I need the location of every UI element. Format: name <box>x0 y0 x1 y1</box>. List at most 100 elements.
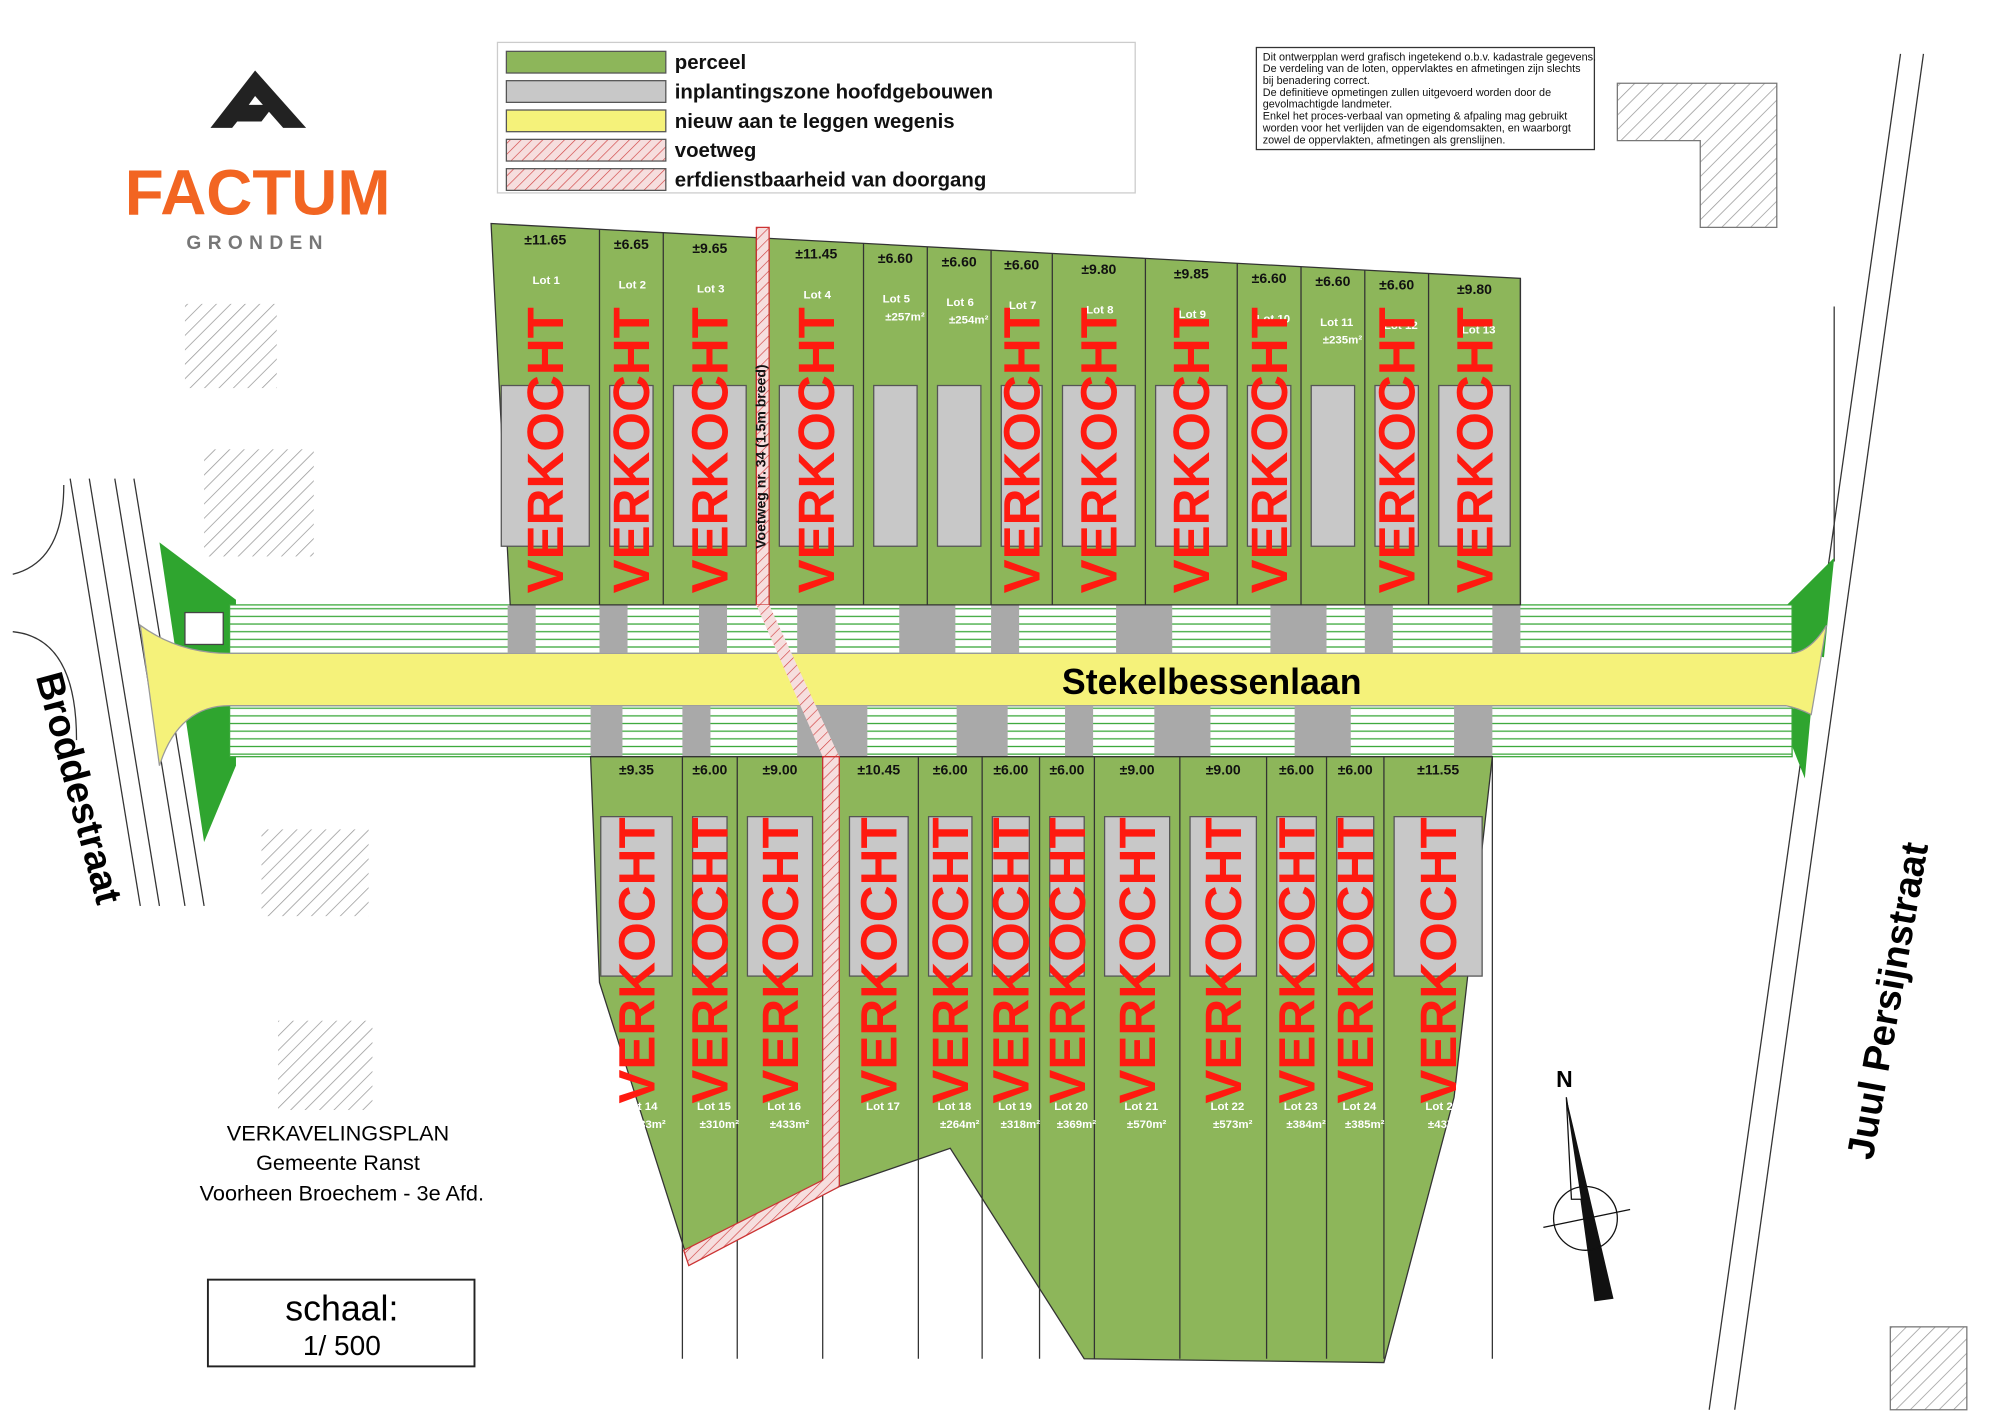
lot-name: Lot 18 <box>938 1101 972 1113</box>
lot-width: ±6.60 <box>1379 277 1414 293</box>
lot-name: Lot 12 <box>1384 320 1418 332</box>
lot-width: ±9.35 <box>619 762 654 778</box>
lot-width: ±6.00 <box>1338 762 1373 778</box>
plan-title: VERKAVELINGSPLAN Gemeente Ranst Voorheen… <box>200 1121 484 1206</box>
sold-stamp: VERKOCHT <box>1071 307 1128 593</box>
legend-swatch <box>505 80 667 103</box>
footpath-south <box>682 756 840 1267</box>
sold-stamp: VERKOCHT <box>1109 817 1166 1103</box>
lot-width: ±9.00 <box>1206 762 1241 778</box>
neighbour-buildings <box>184 82 1968 1411</box>
sold-stamp: VERKOCHT <box>682 817 739 1103</box>
building-zone <box>500 384 590 547</box>
building-zone <box>1393 816 1483 977</box>
building-zone <box>600 816 673 977</box>
disclaimer-line: Dit ontwerpplan werd grafisch ingetekend… <box>1263 51 1596 63</box>
logo-roof-icon <box>210 70 307 128</box>
lot-name: Lot 1 <box>533 275 561 287</box>
building-zone <box>873 384 918 547</box>
lot-width: ±6.60 <box>1315 273 1350 289</box>
legend-label: erfdienstbaarheid van doorgang <box>675 170 987 192</box>
legend-label: voetweg <box>675 140 757 162</box>
road <box>139 623 1828 766</box>
lot-name: Lot 2 <box>619 279 646 291</box>
building-zone <box>1374 384 1420 547</box>
building-zone <box>927 816 973 977</box>
lot-name: Lot 22 <box>1210 1101 1244 1113</box>
building-zone <box>1000 384 1043 547</box>
lot-width: ±6.00 <box>993 762 1028 778</box>
lot-area: ±257m² <box>885 311 925 323</box>
building-zone <box>672 384 747 547</box>
lot-width: ±6.00 <box>1049 762 1084 778</box>
building-zone <box>1189 816 1258 977</box>
building-zone <box>691 816 728 977</box>
lot-width: ±6.60 <box>942 253 977 269</box>
lot-name: Lot 8 <box>1086 304 1114 316</box>
sold-stamp: VERKOCHT <box>1163 307 1220 593</box>
lot-area: ±235m² <box>1323 335 1363 347</box>
lot-area: ±385m² <box>1345 1119 1385 1131</box>
lot-name: Lot 9 <box>1179 309 1206 321</box>
building-zone <box>848 816 909 977</box>
lot-width: ±9.85 <box>1174 266 1209 282</box>
building-zone <box>609 384 654 547</box>
electric-cabin <box>184 611 224 646</box>
scale-box: schaal: 1/ 500 <box>206 1278 476 1368</box>
disclaimer-line: worden voor het verlijden van de eigendo… <box>1262 122 1571 134</box>
lot-name: Lot 4 <box>804 289 832 301</box>
disclaimer-line: zowel de oppervlakten, afmetingen als gr… <box>1263 134 1506 146</box>
lot-area: ±369m² <box>1057 1119 1097 1131</box>
lot-width: ±9.00 <box>762 762 797 778</box>
disclaimer-line: De definitieve opmetingen zullen uitgevo… <box>1263 87 1551 99</box>
svg-text:VERKAVELINGSPLAN: VERKAVELINGSPLAN <box>227 1121 449 1146</box>
lot-width: ±6.00 <box>933 762 968 778</box>
sold-stamp: VERKOCHT <box>608 817 665 1103</box>
legend-swatch <box>505 50 667 74</box>
sold-stamp: VERKOCHT <box>1327 817 1384 1103</box>
lot-width: ±11.55 <box>1417 762 1459 778</box>
lot-width: ±9.80 <box>1457 281 1492 297</box>
lot-width: ±6.60 <box>1004 257 1039 273</box>
street-name-east: Juul Persijnstraat <box>1839 839 1937 1163</box>
disclaimer-line: De verdeling van de loten, oppervlaktes … <box>1263 63 1581 75</box>
svg-text:Gemeente Ranst: Gemeente Ranst <box>256 1150 420 1175</box>
sold-stamp: VERKOCHT <box>517 307 574 593</box>
svg-text:1/ 500: 1/ 500 <box>303 1330 381 1361</box>
broddestraat-lines <box>12 478 205 907</box>
lot-name: Lot 17 <box>866 1101 900 1113</box>
lot-name: Lot 3 <box>697 284 724 296</box>
building-zone <box>991 816 1030 977</box>
building-zone <box>1246 384 1292 547</box>
building-zone <box>1154 384 1228 547</box>
sold-stamp: VERKOCHT <box>1268 817 1325 1103</box>
lot-name: Lot 25 <box>1425 1101 1459 1113</box>
sold-stamp: VERKOCHT <box>1446 307 1503 593</box>
